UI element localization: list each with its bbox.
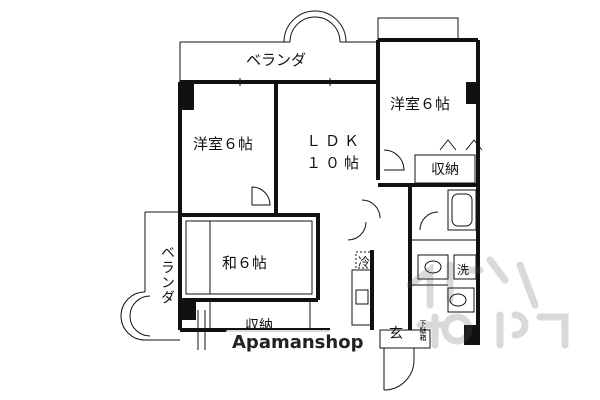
logo-watermark-icon bbox=[406, 256, 569, 349]
ldk-label-line1: ＬＤＫ bbox=[306, 132, 364, 150]
columns bbox=[180, 82, 478, 345]
veranda-top-label: ベランダ bbox=[246, 51, 307, 69]
western-room-left-label: 洋室６帖 bbox=[193, 135, 254, 153]
washer-label: 洗 bbox=[457, 263, 470, 277]
ldk-label-line2: １０帖 bbox=[306, 154, 364, 172]
apamanshop-watermark: Apamanshop bbox=[226, 330, 370, 356]
closet-right-label: 収納 bbox=[431, 162, 459, 178]
veranda-left-label: ベランダ bbox=[159, 245, 175, 305]
entrance-label: 玄 bbox=[389, 326, 403, 342]
japanese-room-label: 和６帖 bbox=[222, 254, 268, 272]
western-room-right-label: 洋室６帖 bbox=[390, 95, 451, 113]
fridge-label: 冷 bbox=[358, 255, 371, 269]
shoe-box-label: 下駄箱 bbox=[419, 320, 427, 341]
